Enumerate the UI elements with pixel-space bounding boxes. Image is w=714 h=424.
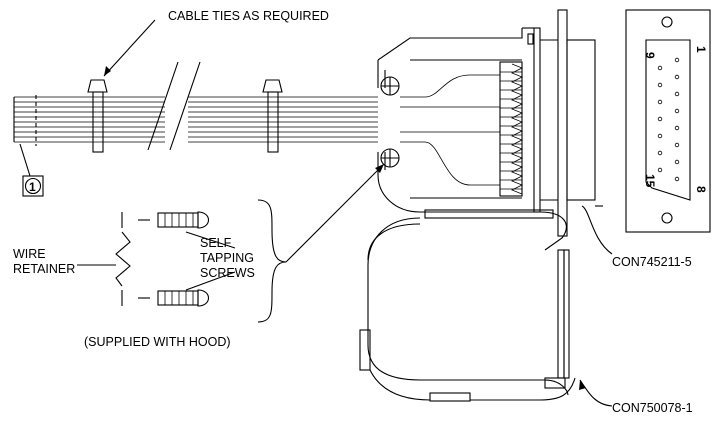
screws-label: SCREWS <box>200 266 255 280</box>
wire-fan <box>400 74 500 186</box>
tapping-label: TAPPING <box>200 251 254 265</box>
cable-break-marks <box>147 61 201 151</box>
pin-number-8: 8 <box>694 186 708 193</box>
wire-label: WIRE <box>13 247 46 261</box>
connector-part-leader: CON745211-5 <box>581 205 692 269</box>
lower-hood <box>359 209 576 402</box>
callout-number: 1 <box>29 180 36 194</box>
supplied-with-hood-label: (SUPPLIED WITH HOOD) <box>84 335 231 349</box>
hood-part-label: CON750078-1 <box>612 401 693 415</box>
connector-body-side <box>540 9 596 237</box>
cable-ties-leader: CABLE TIES AS REQUIRED <box>103 9 329 77</box>
hood-part-leader: CON750078-1 <box>579 379 693 415</box>
cable-tie-2 <box>262 79 283 153</box>
connector-part-label: CON745211-5 <box>612 255 692 269</box>
connector-face: 1 9 8 15 <box>625 9 711 233</box>
hood-screw-lower <box>380 148 400 168</box>
upper-hood <box>377 27 541 213</box>
pin-number-9: 9 <box>643 52 657 59</box>
connector-pins <box>499 61 523 197</box>
cable-ties-label: CABLE TIES AS REQUIRED <box>168 9 329 23</box>
ribbon-cable-right <box>188 96 378 143</box>
pin-number-1: 1 <box>694 46 708 53</box>
cable-tie-1 <box>87 79 108 153</box>
hood-screw-upper <box>380 76 400 96</box>
screw-detail: WIRE RETAINER SELF TAPPING SCREWS (SUPPL… <box>13 163 385 349</box>
callout-1: 1 <box>19 143 44 197</box>
ribbon-cable-left <box>13 95 165 146</box>
pin-number-15: 15 <box>643 174 657 188</box>
retainer-label: RETAINER <box>13 262 75 276</box>
self-label: SELF <box>200 236 232 250</box>
